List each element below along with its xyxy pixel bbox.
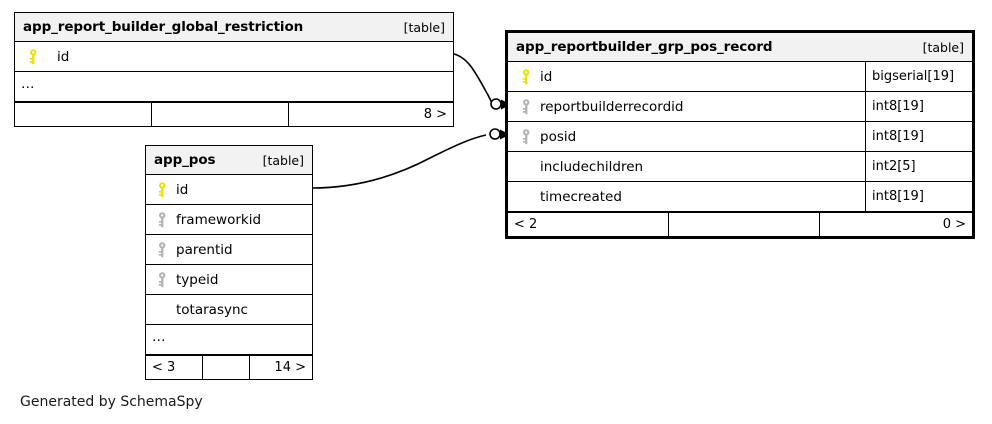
column-cell: posid: [508, 122, 865, 151]
table-row[interactable]: typeid: [146, 265, 312, 295]
column-name: includechildren: [540, 158, 644, 175]
table-row[interactable]: posid int8[19]: [508, 122, 972, 152]
table-title: app_report_builder_global_restriction: [23, 19, 304, 35]
table-row[interactable]: id: [15, 42, 453, 72]
primary-key-icon: [23, 48, 43, 65]
table-app-pos[interactable]: app_pos [table] id: [145, 145, 313, 380]
table-row[interactable]: id bigserial[19]: [508, 62, 972, 92]
column-type: bigserial[19]: [865, 62, 972, 91]
primary-key-icon: [516, 68, 536, 85]
column-name: timecreated: [540, 188, 622, 205]
table-header: app_pos [table]: [146, 146, 312, 175]
foreign-key-icon: [152, 271, 172, 288]
foreign-key-icon: [152, 211, 172, 228]
column-name: reportbuilderrecordid: [540, 98, 684, 115]
footer-middle-cell: [668, 213, 820, 236]
column-cell: frameworkid: [146, 205, 312, 234]
table-row[interactable]: reportbuilderrecordid int8[19]: [508, 92, 972, 122]
column-cell: id: [15, 42, 453, 71]
table-footer: < 3 14 >: [146, 355, 312, 379]
table-footer: < 2 0 >: [508, 212, 972, 236]
column-cell: includechildren: [508, 152, 865, 181]
footer-middle-cell: [151, 103, 289, 126]
footer-left-count[interactable]: < 2: [514, 217, 538, 232]
column-type: int8[19]: [865, 122, 972, 151]
ellipsis-label: …: [21, 75, 36, 92]
table-row[interactable]: frameworkid: [146, 205, 312, 235]
column-name: id: [176, 181, 189, 198]
table-footer: 8 >: [15, 102, 453, 126]
column-type: int8[19]: [865, 92, 972, 121]
column-name: parentid: [176, 241, 233, 258]
footer-left-count[interactable]: < 3: [152, 360, 176, 375]
column-cell: reportbuilderrecordid: [508, 92, 865, 121]
column-cell: totarasync: [146, 295, 312, 324]
column-cell: typeid: [146, 265, 312, 294]
table-row[interactable]: totarasync: [146, 295, 312, 325]
table-row[interactable]: timecreated int8[19]: [508, 182, 972, 212]
relationship-restriction-to-recordid: [447, 52, 511, 110]
generated-by-caption: Generated by SchemaSpy: [20, 394, 203, 410]
table-row-ellipsis[interactable]: …: [15, 72, 453, 102]
column-type: int2[5]: [865, 152, 972, 181]
footer-right-count[interactable]: 8 >: [423, 107, 447, 122]
footer-right-count[interactable]: 0 >: [942, 217, 966, 232]
column-name: totarasync: [176, 301, 248, 318]
footer-middle-cell: [202, 356, 250, 379]
table-kind-label: [table]: [922, 39, 964, 55]
relationship-pos-to-posid: [311, 128, 510, 189]
footer-left-count[interactable]: [15, 103, 151, 126]
table-row[interactable]: parentid: [146, 235, 312, 265]
column-cell: id: [508, 62, 865, 91]
foreign-key-icon: [516, 98, 536, 115]
table-header: app_reportbuilder_grp_pos_record [table]: [508, 33, 972, 62]
table-title: app_reportbuilder_grp_pos_record: [516, 39, 773, 55]
column-name: id: [57, 48, 70, 65]
cardinality-zero-marker: [490, 98, 502, 110]
column-cell: …: [146, 325, 312, 354]
primary-key-icon: [152, 181, 172, 198]
column-type: int8[19]: [865, 182, 972, 211]
cardinality-zero-marker: [489, 128, 501, 140]
table-kind-label: [table]: [403, 19, 445, 35]
table-title: app_pos: [154, 152, 216, 168]
foreign-key-icon: [516, 128, 536, 145]
column-cell: id: [146, 175, 312, 204]
column-name: id: [540, 68, 553, 85]
table-kind-label: [table]: [262, 152, 304, 168]
column-name: posid: [540, 128, 577, 145]
column-cell: parentid: [146, 235, 312, 264]
table-header: app_report_builder_global_restriction [t…: [15, 13, 453, 42]
column-name: typeid: [176, 271, 219, 288]
column-cell: …: [15, 72, 453, 101]
table-app-reportbuilder-grp-pos-record[interactable]: app_reportbuilder_grp_pos_record [table]…: [505, 30, 975, 239]
ellipsis-label: …: [152, 328, 167, 345]
table-row[interactable]: id: [146, 175, 312, 205]
column-cell: timecreated: [508, 182, 865, 211]
column-name: frameworkid: [176, 211, 262, 228]
footer-right-count[interactable]: 14 >: [274, 360, 306, 375]
table-app-report-builder-global-restriction[interactable]: app_report_builder_global_restriction [t…: [14, 12, 454, 127]
table-row-ellipsis[interactable]: …: [146, 325, 312, 355]
foreign-key-icon: [152, 241, 172, 258]
table-row[interactable]: includechildren int2[5]: [508, 152, 972, 182]
